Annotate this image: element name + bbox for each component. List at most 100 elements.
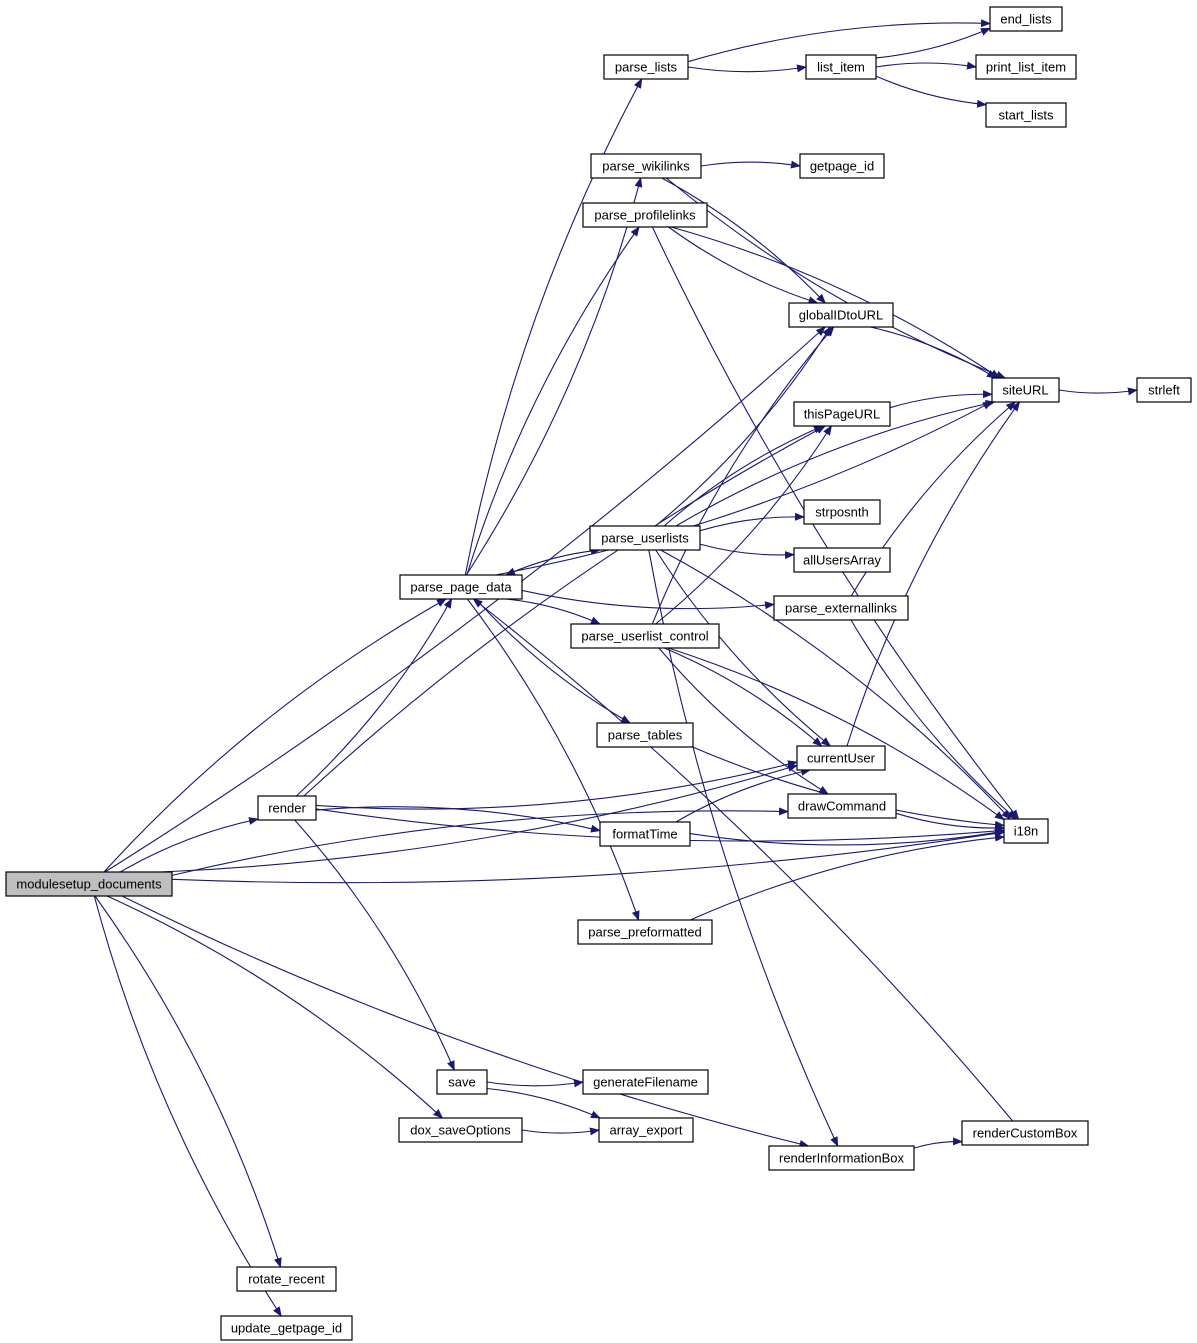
edge-parse_page_data-to-siteURL xyxy=(495,401,993,576)
node-save[interactable]: save xyxy=(436,1069,488,1095)
node-strleft[interactable]: strleft xyxy=(1136,377,1192,403)
edge-modulesetup_documents-to-parse_page_data xyxy=(103,598,447,873)
node-parse_preformatted[interactable]: parse_preformatted xyxy=(577,919,713,945)
edge-parse_userlists-to-siteURL xyxy=(675,399,996,527)
node-dox_saveOptions[interactable]: dox_saveOptions xyxy=(398,1117,523,1143)
node-label-strposnth: strposnth xyxy=(815,505,868,520)
edge-parse_page_data-to-parse_profilelinks xyxy=(466,226,640,576)
node-parse_wikilinks[interactable]: parse_wikilinks xyxy=(590,153,702,179)
node-parse_lists[interactable]: parse_lists xyxy=(603,54,689,80)
node-box-parse_page_data xyxy=(399,574,523,600)
node-parse_page_data[interactable]: parse_page_data xyxy=(399,574,523,600)
edge-formatTime-to-currentUser xyxy=(675,767,812,823)
edge-parse_userlists-to-allUsersArray xyxy=(699,543,795,560)
edge-currentUser-to-siteURL xyxy=(846,401,1021,747)
edge-parse_lists-to-end_lists xyxy=(687,19,991,63)
edge-siteURL-to-strleft xyxy=(1058,387,1138,396)
node-label-dox_saveOptions: dox_saveOptions xyxy=(410,1123,511,1138)
node-array_export[interactable]: array_export xyxy=(598,1117,694,1143)
edge-parse_wikilinks-to-globalIDtoURL xyxy=(661,177,826,304)
node-box-globalIDtoURL xyxy=(788,302,894,328)
node-label-renderCustomBox: renderCustomBox xyxy=(973,1126,1078,1141)
node-box-strleft xyxy=(1136,377,1192,403)
edge-modulesetup_documents-to-drawCommand xyxy=(171,807,789,876)
edge-parse_profilelinks-to-globalIDtoURL xyxy=(668,226,819,305)
node-box-list_item xyxy=(805,54,877,80)
node-label-print_list_item: print_list_item xyxy=(986,60,1066,75)
node-label-i18n: i18n xyxy=(1014,824,1039,839)
node-parse_tables[interactable]: parse_tables xyxy=(596,722,694,748)
node-box-start_lists xyxy=(985,102,1067,128)
node-render[interactable]: render xyxy=(257,795,317,821)
edge-render-to-formatTime xyxy=(315,806,601,833)
node-box-generateFilename xyxy=(582,1069,709,1095)
node-label-formatTime: formatTime xyxy=(612,827,677,842)
node-label-allUsersArray: allUsersArray xyxy=(803,553,882,568)
edge-parse_page_data-to-parse_lists xyxy=(464,78,643,576)
edge-list_item-to-end_lists xyxy=(875,27,991,59)
edge-parse_lists-to-list_item xyxy=(687,64,807,73)
node-box-print_list_item xyxy=(975,54,1077,80)
nodes-layer: modulesetup_documents parse_lists list_ite… xyxy=(5,6,1192,1341)
edge-parse_userlists-to-strposnth xyxy=(699,512,805,532)
edge-renderCustomBox-to-parse_page_data xyxy=(472,598,1014,1122)
node-label-parse_externallinks: parse_externallinks xyxy=(785,601,898,616)
edge-parse_page_data-to-parse_wikilinks xyxy=(465,177,643,576)
edge-globalIDtoURL-to-siteURL xyxy=(870,326,997,379)
edge-parse_userlist_control-to-thisPageURL xyxy=(655,425,832,625)
node-update_getpage_id[interactable]: update_getpage_id xyxy=(220,1315,353,1341)
node-box-end_lists xyxy=(989,6,1063,32)
edge-list_item-to-print_list_item xyxy=(875,61,977,70)
edge-parse_wikilinks-to-siteURL xyxy=(665,177,1007,379)
node-siteURL[interactable]: siteURL xyxy=(991,377,1060,403)
node-getpage_id[interactable]: getpage_id xyxy=(799,153,885,179)
node-parse_externallinks[interactable]: parse_externallinks xyxy=(773,595,909,621)
node-strposnth[interactable]: strposnth xyxy=(803,499,881,525)
node-label-globalIDtoURL: globalIDtoURL xyxy=(799,308,884,323)
node-box-save xyxy=(436,1069,488,1095)
node-box-rotate_recent xyxy=(236,1266,337,1292)
node-rotate_recent[interactable]: rotate_recent xyxy=(236,1266,337,1292)
node-parse_userlists[interactable]: parse_userlists xyxy=(589,525,701,551)
node-modulesetup_documents[interactable]: modulesetup_documents xyxy=(5,871,173,897)
node-box-parse_tables xyxy=(596,722,694,748)
node-label-start_lists: start_lists xyxy=(999,108,1054,123)
node-renderCustomBox[interactable]: renderCustomBox xyxy=(961,1120,1089,1146)
node-label-generateFilename: generateFilename xyxy=(593,1075,698,1090)
node-formatTime[interactable]: formatTime xyxy=(599,821,691,847)
node-box-siteURL xyxy=(991,377,1060,403)
node-allUsersArray[interactable]: allUsersArray xyxy=(793,547,891,573)
edge-render-to-currentUser xyxy=(315,760,798,810)
node-box-getpage_id xyxy=(799,153,885,179)
node-box-parse_preformatted xyxy=(577,919,713,945)
node-globalIDtoURL[interactable]: globalIDtoURL xyxy=(788,302,894,328)
node-drawCommand[interactable]: drawCommand xyxy=(787,793,897,819)
edge-parse_externallinks-to-i18n xyxy=(850,619,1017,820)
node-label-save: save xyxy=(448,1075,475,1090)
edge-renderInformationBox-to-renderCustomBox xyxy=(913,1137,963,1149)
node-label-thisPageURL: thisPageURL xyxy=(804,407,881,422)
node-parse_userlist_control[interactable]: parse_userlist_control xyxy=(570,623,720,649)
node-box-update_getpage_id xyxy=(220,1315,353,1341)
edge-parse_page_data-to-parse_externallinks xyxy=(521,589,775,610)
node-renderInformationBox[interactable]: renderInformationBox xyxy=(768,1145,915,1171)
node-list_item[interactable]: list_item xyxy=(805,54,877,80)
node-label-rotate_recent: rotate_recent xyxy=(248,1272,325,1287)
edge-render-to-save xyxy=(294,819,455,1071)
node-box-parse_lists xyxy=(603,54,689,80)
node-label-drawCommand: drawCommand xyxy=(798,799,886,814)
node-print_list_item[interactable]: print_list_item xyxy=(975,54,1077,80)
node-end_lists[interactable]: end_lists xyxy=(989,6,1063,32)
edge-parse_userlist_control-to-drawCommand xyxy=(658,647,829,795)
node-thisPageURL[interactable]: thisPageURL xyxy=(793,401,891,427)
node-parse_profilelinks[interactable]: parse_profilelinks xyxy=(582,202,708,228)
edge-parse_wikilinks-to-getpage_id xyxy=(700,160,801,169)
node-start_lists[interactable]: start_lists xyxy=(985,102,1067,128)
node-label-array_export: array_export xyxy=(610,1123,683,1138)
node-generateFilename[interactable]: generateFilename xyxy=(582,1069,709,1095)
node-label-update_getpage_id: update_getpage_id xyxy=(231,1321,342,1336)
node-box-thisPageURL xyxy=(793,401,891,427)
node-i18n[interactable]: i18n xyxy=(1003,818,1049,844)
node-currentUser[interactable]: currentUser xyxy=(796,745,886,771)
